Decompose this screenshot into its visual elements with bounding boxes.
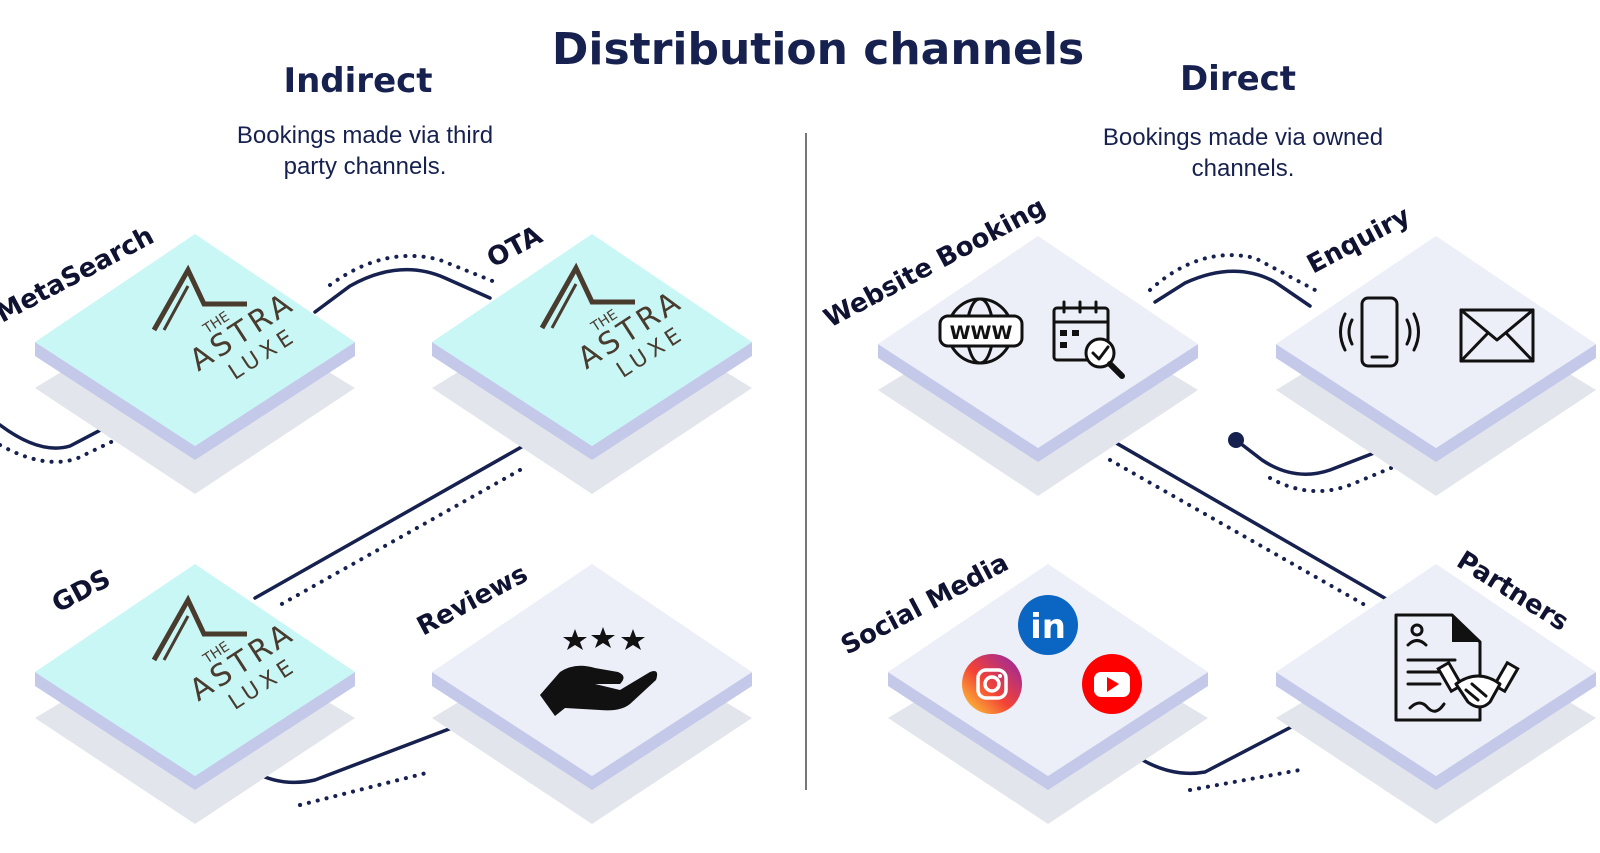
calendar-search-icon	[1052, 300, 1125, 379]
page-title: Distribution channels	[552, 24, 1084, 75]
phone-icon	[1339, 296, 1420, 368]
contract-handshake-icon	[1394, 613, 1520, 722]
www-text: WWW	[950, 322, 1013, 344]
label-gds: GDS	[47, 564, 116, 619]
brand-a-mark	[539, 262, 635, 330]
instagram-icon	[962, 654, 1022, 714]
mail-icon	[1459, 308, 1535, 363]
direct-heading: Direct	[1180, 59, 1296, 99]
brand-a-mark	[151, 264, 247, 332]
youtube-icon	[1082, 654, 1142, 714]
indirect-heading: Indirect	[283, 61, 432, 101]
linkedin-text: in	[1030, 607, 1066, 647]
tile-metasearch	[35, 234, 355, 494]
indirect-description-line1: Bookings made via third	[237, 122, 493, 149]
tile-gds	[35, 564, 355, 824]
linkedin-icon: in	[1018, 595, 1078, 655]
globe-www-icon: WWW	[938, 297, 1024, 365]
label-ota: OTA	[482, 220, 547, 274]
direct-description-line2: channels.	[1192, 155, 1295, 182]
indirect-description-line2: party channels.	[284, 153, 447, 180]
brand-a-mark	[151, 594, 247, 662]
tile-ota	[432, 234, 752, 494]
stars-hand-icon	[540, 627, 658, 716]
direct-description-line1: Bookings made via owned	[1103, 124, 1383, 151]
